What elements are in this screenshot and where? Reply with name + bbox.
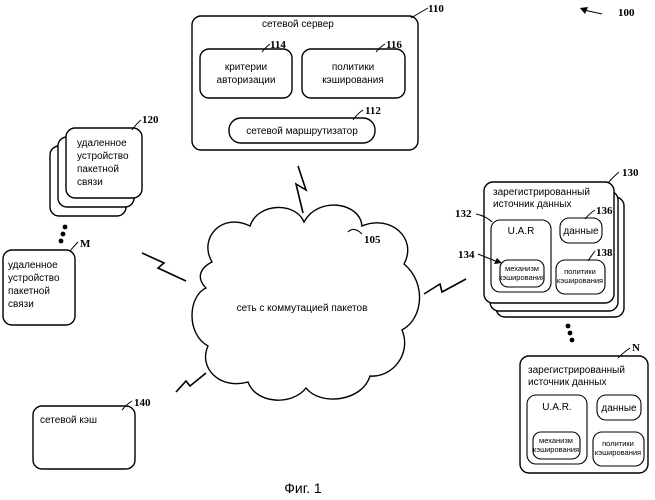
registered-source-n: зарегистрированный источник данных N U.A…	[520, 342, 648, 473]
registered-source-130: зарегистрированный источник данных 130 U…	[455, 167, 639, 317]
svg-text:удаленное: удаленное	[8, 260, 58, 271]
svg-text:кэширования: кэширования	[322, 75, 384, 86]
network-cache: сетевой кэш 140	[33, 397, 151, 469]
auth-criteria-ref: 114	[270, 39, 286, 51]
svg-text:U.A.R: U.A.R	[508, 226, 535, 237]
svg-text:связи: связи	[77, 177, 103, 188]
source-ellipsis	[566, 324, 575, 343]
svg-text:данные: данные	[601, 403, 637, 414]
svg-text:политики: политики	[332, 62, 374, 73]
svg-text:устройство: устройство	[77, 151, 129, 162]
svg-text:U.A.R.: U.A.R.	[542, 402, 571, 413]
svg-text:пакетной: пакетной	[77, 164, 119, 175]
svg-text:зарегистрированный: зарегистрированный	[528, 365, 625, 376]
svg-text:кэширования: кэширования	[557, 276, 603, 285]
caching-mechanism-130-ref: 134	[458, 249, 475, 261]
svg-text:источник данных: источник данных	[528, 377, 607, 388]
svg-text:кэширования: кэширования	[533, 445, 579, 454]
packet-network: сеть с коммутацией пакетов 105	[192, 205, 420, 400]
network-server: сетевой сервер 110 критерии авторизации …	[192, 3, 444, 150]
link-device-network	[142, 253, 186, 281]
device-ellipsis	[59, 225, 68, 244]
svg-text:источник данных: источник данных	[493, 199, 572, 210]
figure-ref-100: 100	[580, 7, 635, 19]
network-cache-ref: 140	[134, 397, 151, 409]
cache-policies-130-ref: 138	[596, 247, 613, 259]
svg-text:пакетной: пакетной	[8, 286, 50, 297]
svg-text:политики: политики	[564, 267, 596, 276]
network-cache-label: сетевой кэш	[40, 415, 97, 426]
data-130-ref: 136	[596, 205, 613, 217]
data-n: данные	[597, 395, 641, 420]
svg-text:связи: связи	[8, 299, 34, 310]
svg-text:критерии: критерии	[225, 62, 267, 73]
figure-caption: Фиг. 1	[284, 480, 322, 496]
svg-text:политики: политики	[602, 439, 634, 448]
cache-policies-n: политики кэширования	[593, 432, 644, 466]
svg-text:механизм: механизм	[505, 264, 539, 273]
svg-text:данные: данные	[563, 226, 599, 237]
svg-text:механизм: механизм	[539, 436, 573, 445]
network-server-title: сетевой сервер	[262, 19, 334, 30]
svg-text:устройство: устройство	[8, 273, 60, 284]
registered-source-130-ref: 130	[622, 167, 639, 179]
remote-device-m-ref: M	[80, 238, 91, 250]
remote-device-m: удаленное устройство пакетной связи M	[3, 238, 91, 325]
svg-text:удаленное: удаленное	[77, 138, 127, 149]
remote-device-stack: удаленное устройство пакетной связи 120	[50, 114, 159, 216]
svg-text:100: 100	[618, 7, 635, 19]
packet-network-label: сеть с коммутацией пакетов	[237, 303, 368, 314]
registered-source-n-ref: N	[632, 342, 640, 354]
packet-network-ref: 105	[364, 234, 381, 246]
caching-mechanism-n: механизм кэширования	[533, 432, 580, 459]
link-network-source	[424, 279, 466, 294]
svg-text:кэширования: кэширования	[595, 448, 641, 457]
link-cache-network	[176, 373, 206, 392]
svg-text:зарегистрированный: зарегистрированный	[493, 187, 590, 198]
link-server-network	[296, 166, 306, 213]
network-router-ref: 112	[365, 105, 381, 117]
svg-text:авторизации: авторизации	[217, 75, 276, 86]
uar-130-ref: 132	[455, 208, 472, 220]
cache-policies-server-ref: 116	[386, 39, 402, 51]
remote-device-ref: 120	[142, 114, 159, 126]
network-server-ref: 110	[428, 3, 444, 15]
svg-text:кэширования: кэширования	[499, 273, 545, 282]
svg-text:сетевой маршрутизатор: сетевой маршрутизатор	[246, 126, 358, 137]
